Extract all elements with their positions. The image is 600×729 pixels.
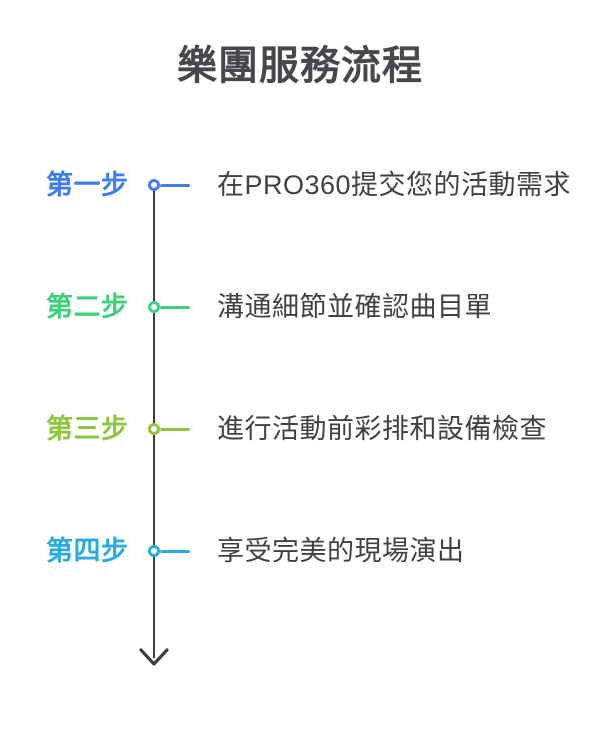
step-label: 第四步 (46, 536, 129, 566)
step-node-icon (148, 179, 160, 191)
step-node-icon (148, 545, 160, 557)
step-description: 進行活動前彩排和設備檢查 (217, 414, 547, 444)
step-connector-line (160, 549, 190, 553)
timeline-step-3: 第三步 進行活動前彩排和設備檢查 (0, 412, 600, 446)
step-label: 第三步 (46, 414, 129, 444)
step-label: 第一步 (46, 170, 129, 200)
step-description: 享受完美的現場演出 (217, 536, 465, 566)
timeline-step-1: 第一步 在PRO360提交您的活動需求 (0, 168, 600, 202)
step-node-icon (148, 301, 160, 313)
step-connector-line (160, 183, 190, 187)
timeline-step-2: 第二步 溝通細節並確認曲目單 (0, 290, 600, 324)
step-description: 溝通細節並確認曲目單 (217, 292, 492, 322)
timeline-step-4: 第四步 享受完美的現場演出 (0, 534, 600, 568)
step-connector-line (160, 305, 190, 309)
page-title: 樂團服務流程 (177, 44, 423, 88)
step-label: 第二步 (46, 292, 129, 322)
step-description: 在PRO360提交您的活動需求 (217, 170, 572, 200)
step-connector-line (160, 427, 190, 431)
arrow-down-icon (139, 648, 169, 666)
step-node-icon (148, 423, 160, 435)
timeline-axis-line (152, 186, 156, 658)
